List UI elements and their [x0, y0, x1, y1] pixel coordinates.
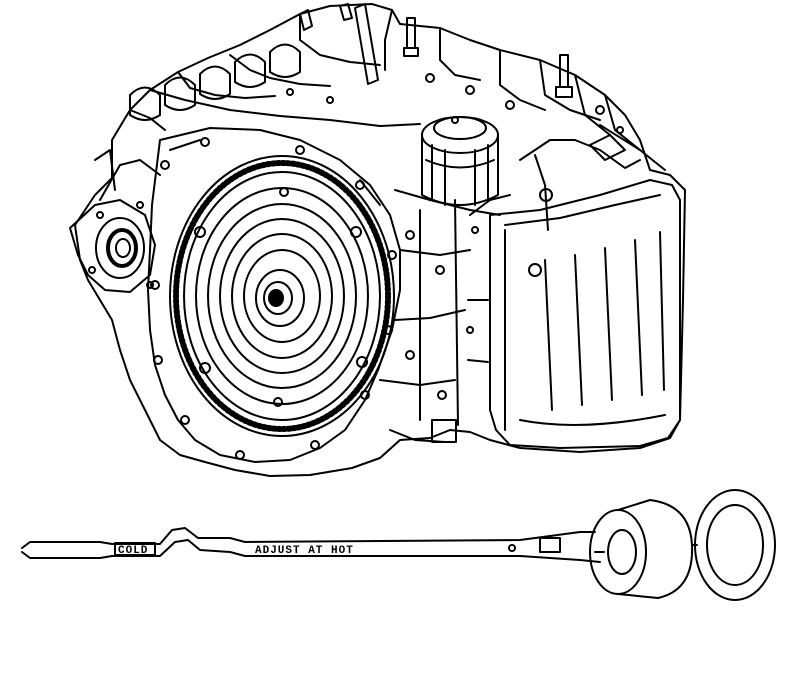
oil-filter: [421, 116, 499, 206]
oil-pan: [489, 179, 681, 449]
dipstick-hot-label: ADJUST AT HOT: [255, 545, 354, 557]
bell-housing: [147, 127, 401, 463]
torque-converter: [169, 155, 395, 437]
output-shaft-seal: [69, 149, 161, 293]
dipstick-cold-label: COLD: [118, 545, 148, 557]
transmission-housing: [74, 3, 686, 477]
dipstick: COLD ADJUST AT HOT: [21, 489, 776, 601]
dipstick-cold-marker: [114, 542, 156, 556]
